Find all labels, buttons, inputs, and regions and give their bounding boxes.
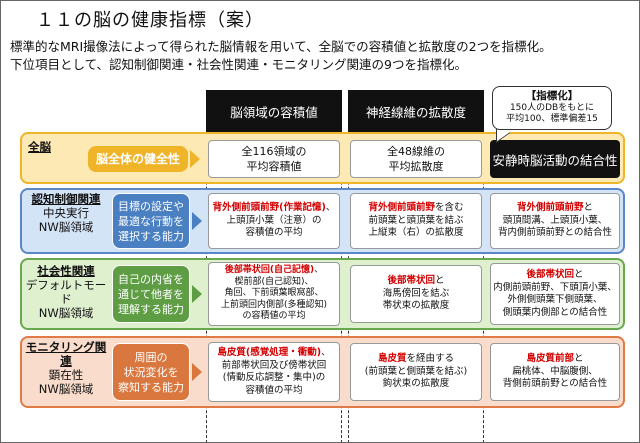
cognitive-resting-l2: 頭頂間溝、上頭頂小葉、 — [502, 214, 608, 226]
social-resting-l3: 外側側頭葉下側頭葉、 — [507, 294, 603, 305]
row-label-cognitive-sub2: NW脳領域 — [38, 220, 94, 234]
monitoring-diffusion-key: 島皮質 — [377, 353, 407, 365]
callout-title: 【指標化】 — [525, 90, 579, 102]
arrow-right-icon — [192, 363, 202, 381]
cognitive-resting-cell: 背外側前頭前野と 頭頂間溝、上頭頂小葉、 背内側前頭前野との結合性 — [490, 193, 620, 249]
arrow-right-icon — [190, 150, 200, 168]
monitoring-diffusion-l1: を経由する — [406, 353, 455, 365]
social-resting-l1: と — [574, 269, 584, 280]
row-label-monitoring-sub1: 顕在性 — [48, 368, 84, 382]
monitoring-diffusion-l2: (前頭葉と側頭葉を結ぶ) — [364, 365, 468, 377]
cognitive-volume-l2: 上頭頂小葉（注意）の — [226, 214, 322, 226]
monitoring-resting-l1: と — [574, 353, 584, 365]
social-diffusion-cell: 後部帯状回と 海馬傍回を結ぶ 帯状束の拡散度 — [350, 265, 482, 323]
row-label-social-sub1: デフォルトモード — [25, 278, 107, 306]
indexing-callout: 【指標化】 150人のDBをもとに 平均100、標準偏差15 — [492, 86, 612, 130]
whole-brain-category: 脳全体の健全性 — [88, 146, 188, 172]
arrow-right-icon — [192, 285, 202, 303]
social-resting-key: 後部帯状回 — [526, 269, 574, 280]
row-label-social-title: 社会性関連 — [37, 264, 95, 278]
monitoring-ability-line1: 周囲の — [134, 350, 168, 364]
description-line-1: 標準的なMRI撮像法によって得られた脳情報を用いて、全脳での容積値と拡散度の2つ… — [10, 39, 552, 54]
social-ability-line1: 自己の内省を — [118, 272, 184, 286]
whole-volume-cell: 全116領域の 平均容積値 — [208, 140, 340, 178]
row-label-whole-brain: 全脳 — [28, 140, 68, 154]
cognitive-diffusion-key: 背外側前頭前野 — [368, 202, 435, 214]
row-label-cognitive-sub1: 中央実行 — [43, 206, 89, 220]
monitoring-volume-key: 島皮質(感覚処理・衝動) — [217, 347, 322, 358]
cognitive-ability-line3: 選択する能力 — [118, 229, 184, 243]
social-diffusion-key: 後部帯状回 — [387, 275, 435, 287]
monitoring-ability-box: 周囲の 状況変化を 察知する能力 — [112, 343, 190, 401]
row-label-monitoring: モニタリング関連 顕在性 NW脳領域 — [22, 340, 110, 396]
cognitive-volume-key: 背外側前頭前野(作業記憶) — [212, 202, 326, 214]
monitoring-volume-l3: (情動反応調整・集中)の — [222, 372, 326, 383]
monitoring-volume-cell: 島皮質(感覚処理・衝動)、 前部帯状回及び傍帯状回 (情動反応調整・集中)の 容… — [208, 342, 340, 402]
monitoring-diffusion-l3: 鉤状束の拡散度 — [382, 378, 450, 390]
whole-diffusion-line2: 平均拡散度 — [388, 160, 444, 173]
monitoring-resting-l3: 背側前頭前野との結合性 — [502, 378, 608, 390]
whole-resting-cell: 安静時脳活動の結合性 — [490, 140, 620, 178]
cognitive-resting-key: 背外側前頭前野 — [516, 202, 584, 214]
row-label-monitoring-sub2: NW脳領域 — [38, 382, 94, 396]
social-volume-l2: 楔前部(自己認知)、 — [234, 276, 314, 287]
social-volume-key: 後部帯状回(自己記憶) — [224, 265, 315, 276]
monitoring-volume-l2: 前部帯状回及び傍帯状回 — [221, 359, 327, 371]
social-volume-l5: の容積値の平均 — [242, 311, 306, 322]
row-label-cognitive: 認知制御関連 中央実行 NW脳領域 — [22, 192, 110, 234]
monitoring-volume-l4: 容積値の平均 — [245, 384, 303, 396]
cognitive-volume-l1: 、 — [325, 202, 336, 214]
social-ability-line3: 理解する能力 — [118, 302, 184, 316]
cognitive-ability-box: 目標の設定や 最適な行動を 選択する能力 — [112, 193, 190, 249]
social-resting-cell: 後部帯状回と 内側前頭前野、下頭頂小葉、 外側側頭葉下側頭葉、 側頭葉内側部との… — [490, 263, 620, 325]
whole-diffusion-line1: 全48線維の — [387, 145, 445, 158]
row-label-social-sub2: NW脳領域 — [38, 306, 94, 320]
monitoring-volume-l1: 、 — [321, 347, 331, 358]
cognitive-ability-line1: 目標の設定や — [118, 199, 184, 213]
monitoring-diffusion-cell: 島皮質を経由する (前頭葉と側頭葉を結ぶ) 鉤状束の拡散度 — [350, 343, 482, 401]
description: 標準的なMRI撮像法によって得られた脳情報を用いて、全脳での容積値と拡散度の2つ… — [10, 38, 630, 74]
cognitive-resting-l1: と — [583, 202, 594, 214]
cognitive-diffusion-l3: 上縦束（右）の拡散度 — [368, 227, 464, 239]
monitoring-resting-l2: 扁桃体、中脳腹側、 — [512, 365, 598, 377]
cognitive-diffusion-cell: 背外側前頭前野を含む 前頭葉と頭頂葉を結ぶ 上縦束（右）の拡散度 — [350, 193, 482, 249]
page-title: １１の脳の健康指標（案） — [36, 10, 264, 31]
social-diffusion-l3: 帯状束の拡散度 — [382, 300, 450, 312]
whole-volume-line2: 平均容積値 — [246, 160, 302, 173]
column-header-volume: 脳領域の容積値 — [206, 90, 342, 132]
cognitive-resting-l3: 背内側前頭前野との結合性 — [498, 227, 612, 239]
social-volume-l4: 上前頭回内側部(多種認知) — [220, 299, 328, 310]
description-line-2: 下位項目として、認知制御関連・社会性関連・モニタリング関連の9つを指標化。 — [10, 57, 467, 72]
cognitive-diffusion-l1: を含む — [435, 202, 464, 214]
column-header-diffusion: 神経線維の拡散度 — [348, 90, 484, 132]
monitoring-resting-cell: 島皮質前部と 扁桃体、中脳腹側、 背側前頭前野との結合性 — [490, 343, 620, 401]
arrow-right-icon — [192, 212, 202, 230]
cognitive-diffusion-l2: 前頭葉と頭頂葉を結ぶ — [368, 214, 464, 226]
social-volume-l1: 、 — [314, 265, 324, 276]
whole-volume-line1: 全116領域の — [241, 145, 307, 158]
callout-line-1: 150人のDBをもとに — [509, 103, 595, 113]
monitoring-ability-line2: 状況変化を — [123, 365, 179, 379]
social-diffusion-l2: 海馬傍回を結ぶ — [382, 287, 450, 299]
social-volume-l3: 角回、下前頭葉眼窩部、 — [224, 288, 324, 299]
social-ability-box: 自己の内省を 通じて他者を 理解する能力 — [112, 265, 190, 323]
social-resting-l4: 側頭葉内側部との結合性 — [502, 306, 608, 318]
social-ability-line2: 通じて他者を — [118, 287, 184, 301]
row-label-cognitive-title: 認知制御関連 — [31, 192, 101, 206]
cognitive-ability-line2: 最適な行動を — [118, 214, 184, 228]
cognitive-volume-l3: 容積値の平均 — [245, 227, 303, 239]
whole-diffusion-cell: 全48線維の 平均拡散度 — [350, 140, 482, 178]
social-volume-cell: 後部帯状回(自己記憶)、 楔前部(自己認知)、 角回、下前頭葉眼窩部、 上前頭回… — [208, 262, 340, 326]
monitoring-ability-line3: 察知する能力 — [118, 380, 184, 394]
callout-line-2: 平均100、標準偏差15 — [506, 114, 598, 124]
row-label-monitoring-title: モニタリング関連 — [25, 340, 107, 368]
cognitive-volume-cell: 背外側前頭前野(作業記憶)、 上頭頂小葉（注意）の 容積値の平均 — [208, 193, 340, 249]
social-diffusion-l1: と — [435, 275, 445, 287]
row-label-social: 社会性関連 デフォルトモード NW脳領域 — [22, 264, 110, 320]
row-label-whole-brain-text: 全脳 — [28, 140, 51, 154]
monitoring-resting-key: 島皮質前部 — [526, 353, 574, 365]
social-resting-l2: 内側前頭前野、下頭頂小葉、 — [493, 281, 617, 293]
